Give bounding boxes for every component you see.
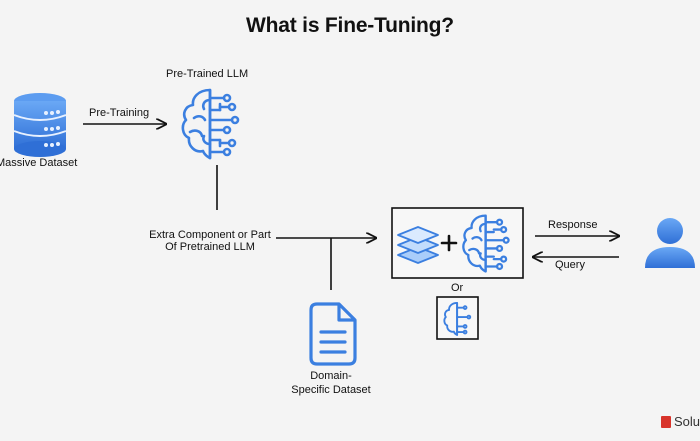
brand-mark-icon xyxy=(660,415,671,428)
domain-dataset-label: Domain- Specific Dataset xyxy=(281,369,381,397)
brain-icon xyxy=(443,302,472,336)
document-icon xyxy=(309,302,357,366)
pre-training-label: Pre-Training xyxy=(89,107,150,119)
response-label: Response xyxy=(548,219,598,231)
brain-icon xyxy=(462,214,510,273)
massive-dataset-label: Massive Dataset xyxy=(0,157,78,169)
brand-name: Solu xyxy=(673,414,700,429)
query-label: Query xyxy=(555,259,585,271)
extra-component-line1: Extra Component or Part xyxy=(149,229,271,241)
diagram-title: What is Fine-Tuning? xyxy=(246,14,454,37)
layers-icon xyxy=(397,226,439,264)
database-icon xyxy=(13,93,67,157)
brain-icon xyxy=(181,88,240,160)
extra-component-label: Extra Component or Part Of Pretrained LL… xyxy=(135,229,285,253)
brand-logo: Solu xyxy=(660,414,700,429)
user-icon xyxy=(645,218,695,268)
domain-dataset-line2: Specific Dataset xyxy=(291,384,371,396)
or-label: Or xyxy=(451,282,464,294)
domain-dataset-line1: Domain- xyxy=(310,370,352,382)
plus-icon xyxy=(440,234,458,252)
extra-component-line2: Of Pretrained LLM xyxy=(165,241,255,253)
pretrained-llm-label: Pre-Trained LLM xyxy=(166,68,249,80)
